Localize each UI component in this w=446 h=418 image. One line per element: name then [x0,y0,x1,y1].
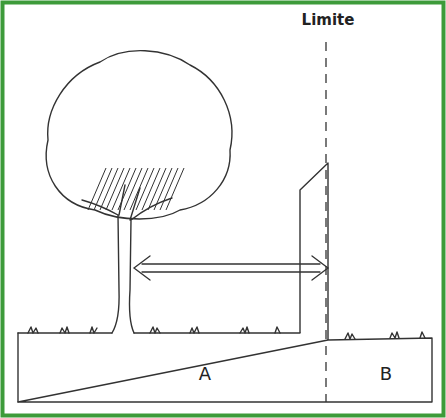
parcel-label: B [380,364,392,384]
parcel-label: A [199,364,211,384]
tree [46,51,232,333]
boundary-label: Limite [300,12,357,29]
distance-arrow [134,256,328,280]
frame-border [3,3,444,416]
wall [300,163,328,340]
ground-block [18,327,432,402]
crown-hatching [88,168,184,210]
boundary-line [325,42,326,402]
hatch-stroke [166,168,184,210]
